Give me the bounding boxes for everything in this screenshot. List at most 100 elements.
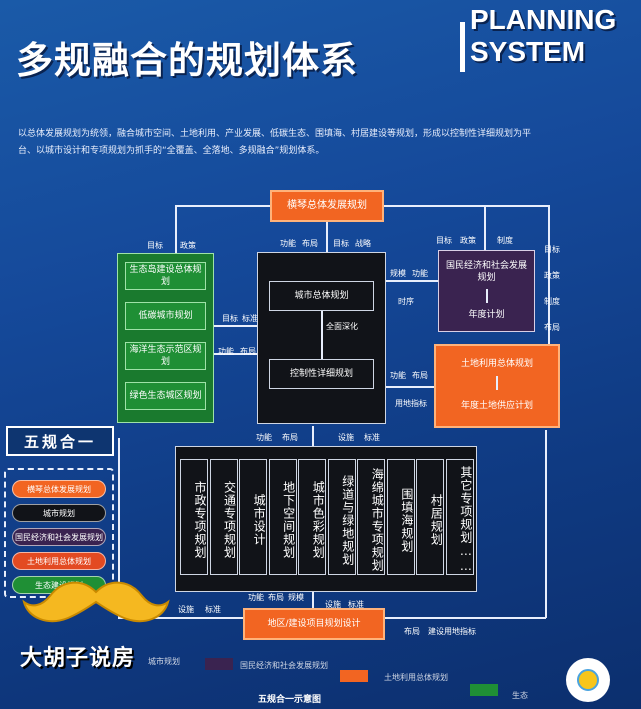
label-policy: 政策: [460, 236, 476, 245]
connector: [386, 280, 438, 282]
page-title: 多规融合的规划体系: [16, 39, 358, 82]
label-standard: 标准: [242, 314, 258, 323]
label-standard: 标准: [348, 600, 364, 609]
legend-label-2: 国民经济和社会发展规划: [240, 661, 328, 670]
label-facility: 设施: [325, 600, 341, 609]
connector: [118, 617, 243, 619]
regulatory-plan-box: 控制性详细规划: [269, 359, 374, 389]
label-institution: 制度: [497, 236, 513, 245]
deepen-label: 全面深化: [326, 322, 358, 331]
legend-title: 五规合一示意图: [258, 695, 322, 705]
special-plan-5: 城市色彩规划: [298, 459, 327, 575]
connector: [381, 205, 549, 207]
legend-label-1: 城市规划: [148, 657, 180, 666]
label-layout: 布局: [240, 347, 256, 356]
five-item-3: 国民经济和社会发展规划: [12, 528, 106, 546]
label-layout: 布局: [268, 593, 284, 602]
label-standard: 标准: [205, 605, 221, 614]
label-target: 目标: [147, 241, 163, 250]
label-function: 功能: [412, 269, 428, 278]
connector: [548, 205, 550, 345]
label-scale: 规模: [288, 593, 304, 602]
connector: [386, 386, 434, 388]
label-construction-index: 建设用地指标: [428, 627, 476, 636]
label-land-index: 用地指标: [395, 399, 427, 408]
connector: [175, 205, 273, 207]
label-standard: 标准: [364, 433, 380, 442]
connector: [486, 289, 488, 303]
connector: [496, 376, 498, 390]
special-plan-10: 其它专项规划……: [445, 459, 474, 575]
label-facility: 设施: [178, 605, 194, 614]
special-plan-7: 海绵城市专项规划: [357, 459, 386, 575]
label-function: 功能: [248, 593, 264, 602]
watermark-text: 大胡子说房: [20, 646, 136, 671]
connector: [212, 353, 257, 355]
mustache-icon: [22, 581, 170, 623]
legend-label-3: 土地利用总体规划: [384, 673, 448, 682]
special-plans-row: 市政专项规划 交通专项规划 城市设计 地下空间规划 城市色彩规划 绿道与绿地规划…: [180, 459, 474, 575]
connector: [326, 222, 328, 252]
connector: [321, 311, 323, 359]
special-plans-block: 市政专项规划 交通专项规划 城市设计 地下空间规划 城市色彩规划 绿道与绿地规划…: [175, 446, 477, 592]
label-strategy: 战略: [355, 239, 371, 248]
land-supply-box: 年度土地供应计划: [460, 401, 533, 411]
green-plan-4: 绿色生态城区规划: [125, 382, 206, 410]
english-title-line-2: SYSTEM: [470, 36, 586, 67]
label-layout: 布局: [412, 371, 428, 380]
label-target: 目标: [436, 236, 452, 245]
annual-plan-box: 年度计划: [468, 310, 505, 320]
legend-swatch-orange: [340, 670, 368, 682]
label-target: 目标: [333, 239, 349, 248]
connector: [484, 205, 486, 250]
bottom-plan-box: 地区/建设项目规划设计: [243, 608, 385, 640]
special-plan-9: 村居规划: [416, 459, 445, 575]
connector: [384, 617, 546, 619]
five-in-one-panel: 横琴总体发展规划 城市规划 国民经济和社会发展规划 土地利用总体规划 生态建设规…: [4, 468, 114, 598]
legend-swatch-green: [470, 684, 498, 696]
five-item-2: 城市规划: [12, 504, 106, 522]
label-timing: 时序: [398, 297, 414, 306]
label-function: 功能: [218, 347, 234, 356]
connector: [312, 592, 314, 610]
intro-text: 以总体发展规划为统领，融合城市空间、土地利用、产业发展、低碳生态、围填海、村居建…: [18, 126, 588, 160]
label-layout: 布局: [404, 627, 420, 636]
five-in-one-title: 五规合一: [6, 426, 114, 456]
logo-icon: [566, 658, 610, 702]
special-plan-6: 绿道与绿地规划: [327, 459, 356, 575]
green-group: 生态岛建设总体规划 低碳城市规划 海洋生态示范区规划 绿色生态城区规划: [117, 253, 214, 423]
center-block: 城市总体规划 全面深化 控制性详细规划: [257, 252, 386, 424]
label-target: 目标: [544, 245, 560, 254]
master-plan-box: 城市总体规划: [269, 281, 374, 311]
legend-swatch-purple: [205, 658, 233, 670]
special-plan-8: 围填海规划: [386, 459, 415, 575]
land-plan-box: 土地利用总体规划: [460, 359, 533, 369]
logo-mark: [577, 669, 599, 691]
title-divider: [460, 22, 465, 72]
economic-plan-box: 国民经济和社会发展规划: [445, 261, 527, 283]
label-policy: 政策: [544, 271, 560, 280]
green-plan-3: 海洋生态示范区规划: [125, 342, 206, 370]
label-layout: 布局: [302, 239, 318, 248]
label-layout: 布局: [282, 433, 298, 442]
label-institution: 制度: [544, 297, 560, 306]
english-title-line-1: PLANNING: [470, 4, 617, 35]
label-layout: 布局: [544, 323, 560, 332]
label-function: 功能: [280, 239, 296, 248]
connector: [545, 430, 547, 618]
label-policy: 政策: [180, 241, 196, 250]
special-plan-1: 市政专项规划: [180, 459, 208, 575]
special-plan-4: 地下空间规划: [268, 459, 297, 575]
land-block: 土地利用总体规划 年度土地供应计划: [434, 344, 560, 428]
purple-block: 国民经济和社会发展规划 年度计划: [438, 250, 535, 332]
intro-line-2: 台、以城市设计和专项规划为抓手的“全覆盖、全落地、多规融合”规划体系。: [18, 146, 325, 156]
green-plan-2: 低碳城市规划: [125, 302, 206, 330]
connector: [118, 438, 120, 618]
label-function: 功能: [390, 371, 406, 380]
special-plan-3: 城市设计: [239, 459, 268, 575]
connector: [212, 325, 257, 327]
intro-line-1: 以总体发展规划为统领，融合城市空间、土地利用、产业发展、低碳生态、围填海、村居建…: [18, 129, 532, 139]
connector: [312, 426, 314, 446]
label-scale: 规模: [390, 269, 406, 278]
legend-label-4: 生态: [512, 691, 528, 700]
